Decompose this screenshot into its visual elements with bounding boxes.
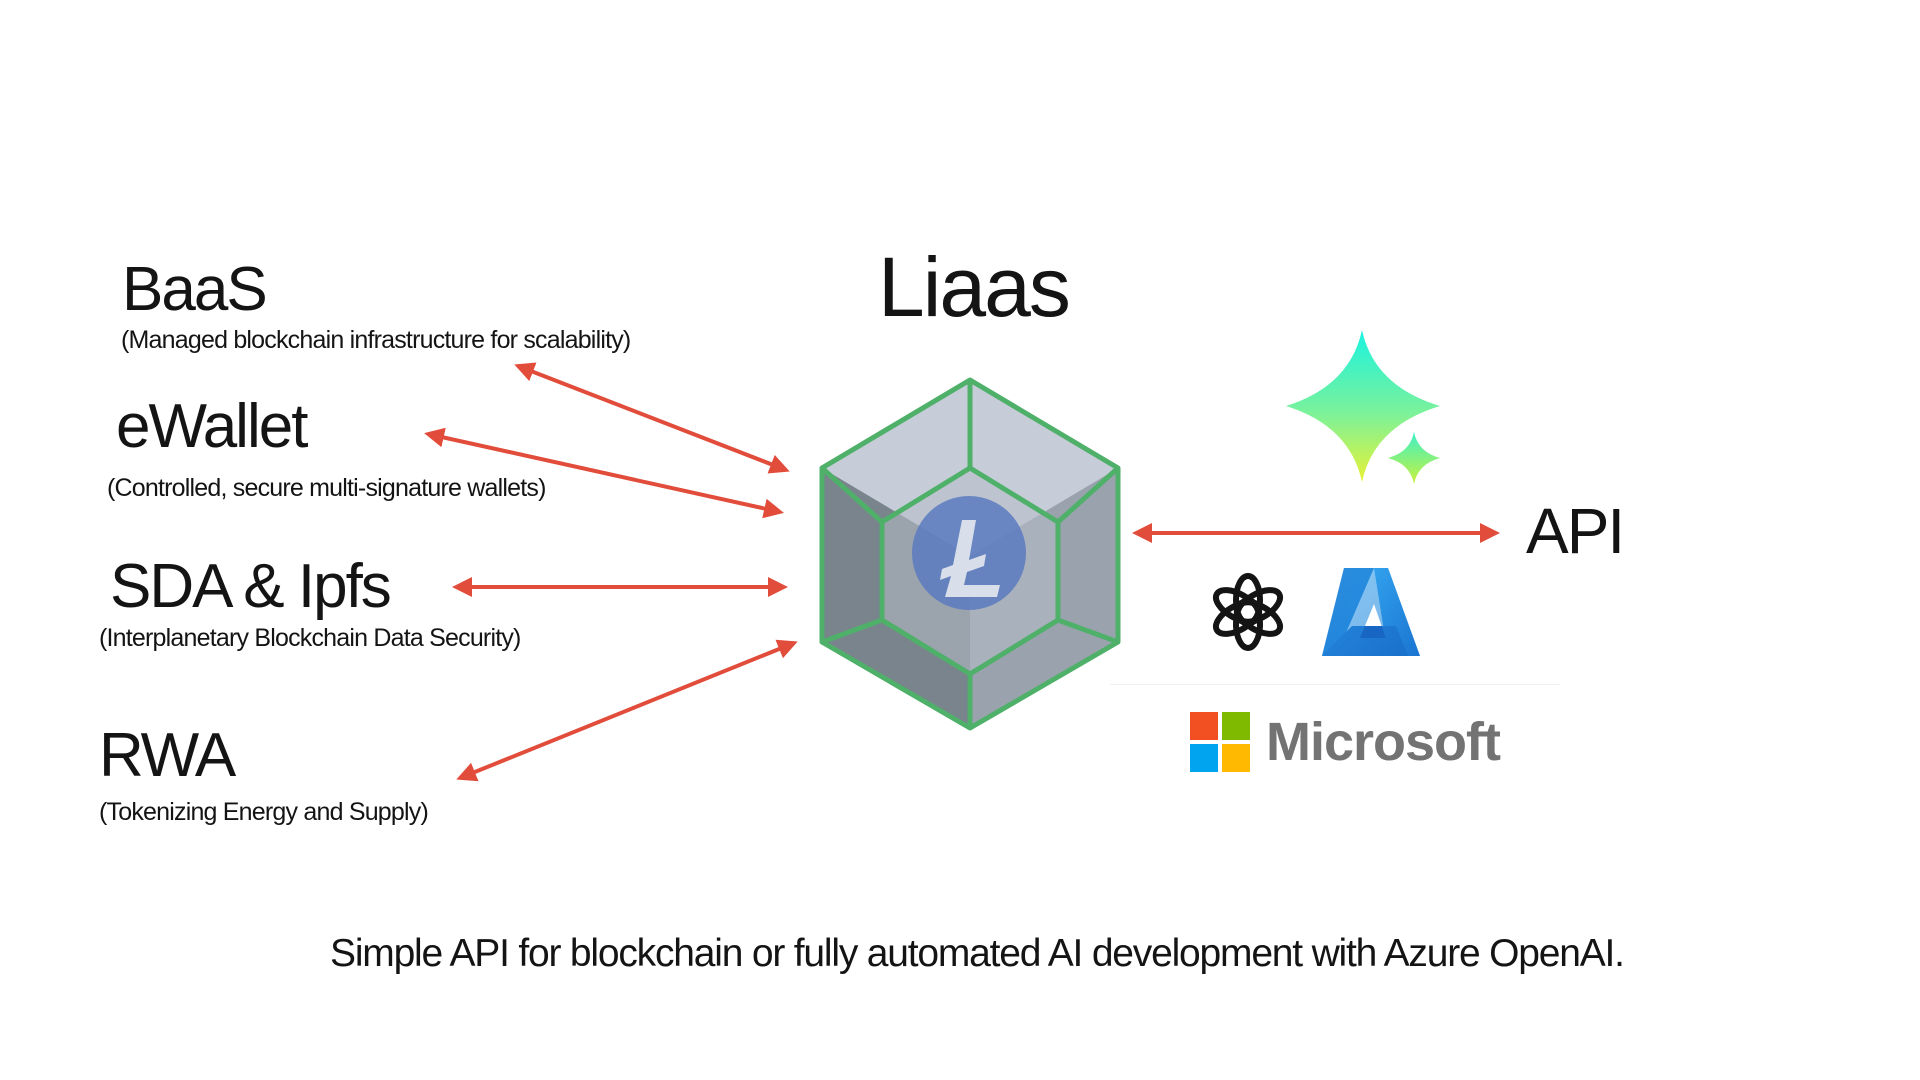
api-label: API: [1526, 495, 1625, 567]
service-subtitle-baas: (Managed blockchain infrastructure for s…: [121, 326, 631, 354]
litecoin-icon: [912, 496, 1026, 610]
arrows: [424, 362, 1500, 782]
arrow-baas: [514, 362, 790, 474]
service-title-sda-ipfs: SDA & Ipfs: [110, 552, 392, 621]
page-title: Liaas: [878, 240, 1071, 334]
service-subtitle-ewallet: (Controlled, secure multi-signature wall…: [107, 474, 546, 502]
arrow-rwa: [456, 639, 798, 782]
microsoft-wordmark: Microsoft: [1266, 712, 1501, 772]
arrow-ewallet: [424, 427, 784, 519]
openai-icon: [1212, 573, 1284, 651]
microsoft-logo: [1190, 712, 1250, 772]
service-title-rwa: RWA: [99, 721, 236, 790]
service-title-ewallet: eWallet: [116, 392, 308, 461]
service-title-baas: BaaS: [122, 255, 268, 324]
gemini-sparkle-icon: [1286, 330, 1440, 484]
footer-caption: Simple API for blockchain or fully autom…: [330, 932, 1625, 975]
azure-icon: [1322, 568, 1420, 656]
service-subtitle-rwa: (Tokenizing Energy and Supply): [99, 798, 429, 826]
divider: [1110, 684, 1560, 685]
service-subtitle-sda-ipfs: (Interplanetary Blockchain Data Security…: [99, 624, 521, 652]
